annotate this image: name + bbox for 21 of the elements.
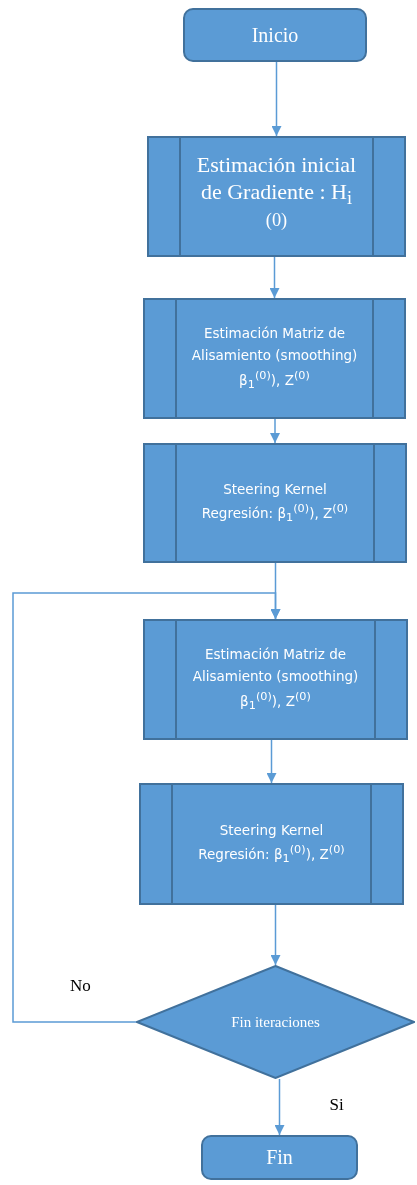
- arrow: [266, 739, 277, 784]
- arrow: [270, 418, 280, 444]
- arrow: [270, 904, 281, 966]
- subprocess-box: [139, 783, 404, 905]
- subprocess-box: [147, 136, 406, 257]
- node-text: Fin iteraciones: [231, 1013, 320, 1031]
- subprocess-box: [143, 619, 408, 740]
- arrow: [12, 592, 281, 1023]
- terminal-box: [201, 1135, 358, 1180]
- subprocess-box: [143, 298, 406, 419]
- node-text: Steering Kernel Regresión: β$_{1}$$^{(0)}$), Z$^{(0)}$: [200, 479, 350, 527]
- arrow: [271, 61, 282, 137]
- arrow: [274, 1078, 285, 1136]
- terminal-box: [183, 8, 367, 62]
- node-text: Estimación Matriz de Alisamiento (smoothing) β$_{1}$$^{(0)}$), Z$^{(0)}$: [190, 324, 359, 393]
- arrow: [269, 256, 280, 299]
- subprocess-box: [143, 443, 407, 563]
- node-text: Steering Kernel Regresión: β$_{1}$$^{(0)}$), Z$^{(0)}$: [197, 820, 346, 868]
- node-text: Estimación Matriz de Alisamiento (smoothing) β$_{1}$$^{(0)}$), Z$^{(0)}$: [191, 645, 360, 714]
- node-text: Fin: [266, 1146, 293, 1169]
- node-text: Inicio: [251, 23, 299, 47]
